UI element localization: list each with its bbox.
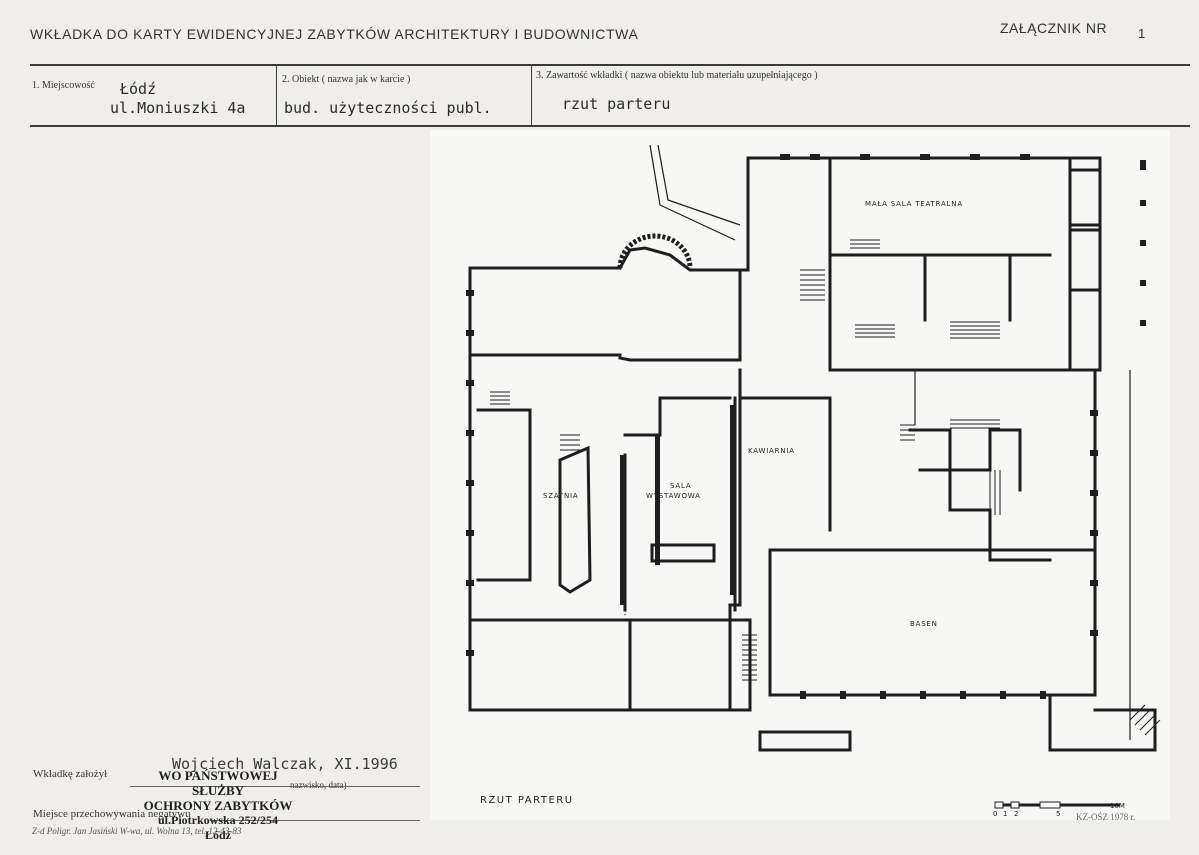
- room-label-pool: BASEN: [910, 620, 938, 628]
- divider-2: [531, 65, 532, 125]
- scale-tick-5: 5: [1056, 810, 1061, 818]
- wall-service: [908, 428, 1052, 562]
- corner-code: KZ-OŚZ 1978 r.: [1076, 812, 1136, 822]
- scale-tick-10m: 10M: [1110, 802, 1125, 810]
- wall-corridor-west: [476, 408, 532, 582]
- scale-bar: [994, 801, 1120, 809]
- scale-tick-0: 0: [993, 810, 998, 818]
- bottom-rule: [30, 125, 1190, 127]
- columns: [466, 154, 1146, 699]
- room-label-cafe: KAWIARNIA: [748, 447, 795, 455]
- south-porch: [758, 730, 852, 752]
- wall-outline-west: [468, 266, 752, 712]
- document-title: WKŁADKA DO KARTY EWIDENCYJNEJ ZABYTKÓW A…: [30, 26, 639, 42]
- stamp-line-4: Łódź: [204, 828, 231, 842]
- annex-number: 1: [1138, 26, 1146, 41]
- stamp-line-2: OCHRONY ZABYTKÓW: [143, 798, 293, 813]
- floor-plan: MAŁA SALA TEATRALNA KAWIARNIA SALA WYSTA…: [430, 130, 1170, 820]
- prepared-by-line: [130, 786, 420, 787]
- room-label-exhibition-2: WYSTAWOWA: [646, 492, 701, 500]
- wall-north-annex: [1068, 156, 1102, 372]
- stamp-line-1: WO PAŃSTWOWEJ SŁUŻBY: [158, 768, 278, 798]
- locality-label: 1. Miejscowość: [32, 80, 95, 91]
- divider-1: [276, 65, 277, 125]
- content-value: rzut parteru: [562, 95, 671, 113]
- top-rule: [30, 64, 1190, 66]
- east-stair-block-2: [1068, 228, 1102, 292]
- arch-rotunda: [617, 233, 693, 269]
- object-value: bud. użyteczności publ.: [284, 99, 492, 117]
- cloakroom-counter: [558, 445, 592, 594]
- locality-value-line2: ul.Moniuszki 4a: [110, 99, 246, 117]
- room-label-exhibition-1: SALA: [670, 482, 692, 490]
- object-label: 2. Obiekt ( nazwa jak w karcie ): [282, 74, 411, 85]
- room-label-small-theater: MAŁA SALA TEATRALNA: [865, 200, 963, 208]
- wall-exhibition-north: [623, 396, 732, 437]
- annex-label: ZAŁĄCZNIK NR: [1000, 20, 1108, 36]
- ramp: [624, 144, 1131, 740]
- storage-line: [210, 820, 420, 821]
- exhibition-display: [650, 543, 716, 563]
- storage-label: Miejsce przechowywania negatywu: [33, 808, 191, 820]
- wall-tower: [738, 156, 1072, 372]
- stairs: [490, 239, 1161, 736]
- east-stair-block: [1068, 168, 1102, 227]
- conservation-office-stamp: WO PAŃSTWOWEJ SŁUŻBY OCHRONY ZABYTKÓW ul…: [138, 768, 298, 843]
- prepared-by-value: Wojciech Walczak, XI.1996: [172, 755, 398, 773]
- scale-tick-2: 2: [1014, 810, 1019, 818]
- wall-outline-north-west: [617, 246, 742, 362]
- room-label-cloakroom: SZATNIA: [543, 492, 579, 500]
- wall-service-2: [918, 428, 1022, 492]
- locality-value-line1: Łódź: [120, 80, 157, 98]
- printer-imprint: Z-d Poligr. Jan Jasiński W-wa, ul. Wolna…: [32, 826, 242, 836]
- plan-title: RZUT PARTERU: [480, 795, 574, 806]
- stamp-line-3: ul.Piotrkowska 252/254: [157, 813, 278, 827]
- wall-south-east-annex: [1048, 693, 1157, 752]
- scale-tick-1: 1: [1003, 810, 1008, 818]
- floor-plan-drawing: [466, 144, 1161, 809]
- content-label: 3. Zawartość wkładki ( nazwa obiektu lub…: [536, 70, 818, 81]
- prepared-by-label: Wkładkę założył: [33, 768, 108, 780]
- prepared-by-hint: nazwisko, data): [290, 780, 347, 790]
